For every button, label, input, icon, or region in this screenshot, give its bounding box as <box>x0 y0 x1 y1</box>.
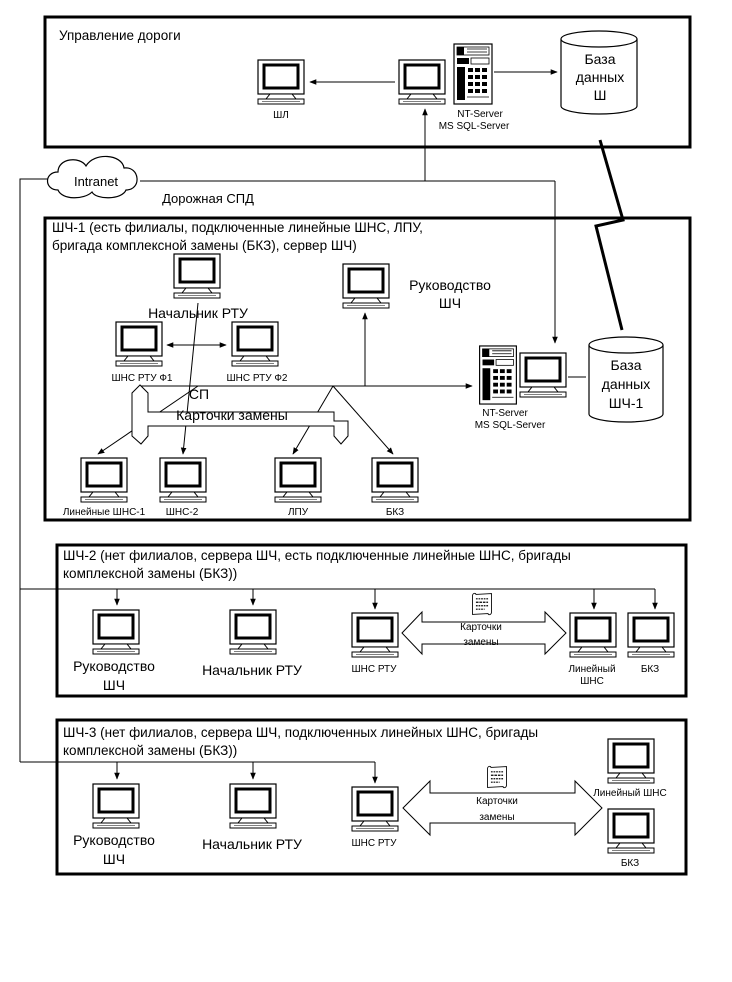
shch1-bkz-computer-icon <box>370 457 420 503</box>
shch1-title-1: ШЧ-1 (есть филиалы, подключенные линейны… <box>52 220 423 235</box>
shch2-title-1: ШЧ-2 (нет филиалов, сервера ШЧ, есть под… <box>63 548 571 563</box>
shch3-cards-label-2: замены <box>479 812 514 823</box>
shch3-linear-computer-icon <box>606 738 656 784</box>
intranet-label: Intranet <box>74 174 118 189</box>
road-db-label-2: данных <box>576 69 624 85</box>
shch3-bkz-computer-icon <box>606 808 656 854</box>
shch3-bkz-label: БКЗ <box>621 858 639 869</box>
shch3-title-2: комплексной замены (БКЗ)) <box>63 743 237 758</box>
db-replication-lightning <box>594 139 625 331</box>
shch2-management-label-1: Руководство <box>73 658 155 674</box>
shch3-cards-label-1: Карточки <box>476 796 518 807</box>
shch2-cards-label-1: Карточки <box>460 622 502 633</box>
shch1-database-icon <box>588 336 664 423</box>
road-database-icon <box>560 30 638 115</box>
shch3-management-label-1: Руководство <box>73 832 155 848</box>
shch2-bkz-computer-icon <box>626 612 676 658</box>
road-sql-server-label: MS SQL-Server <box>439 121 510 132</box>
spd-trunk-left <box>19 178 48 762</box>
shch3-shns-rtu-label: ШНС РТУ <box>351 838 397 849</box>
shch3-title-1: ШЧ-3 (нет филиалов, сервера ШЧ, подключе… <box>63 725 538 740</box>
shch1-server-computer-icon <box>518 352 568 398</box>
link-chief-shns2 <box>180 302 199 455</box>
road-spd-label: Дорожная СПД <box>162 191 254 206</box>
shl-label: ШЛ <box>273 110 289 121</box>
shch2-shns-rtu-label: ШНС РТУ <box>351 664 397 675</box>
shch1-chief-rtu-computer-icon <box>172 253 222 299</box>
road-nt-server-icon <box>453 43 493 105</box>
replacement-cards-arrow <box>131 384 349 445</box>
shch2-management-label-2: ШЧ <box>103 677 125 693</box>
shch1-sql-server-label: MS SQL-Server <box>475 420 546 431</box>
shch1-shns-f1-label: ШНС РТУ Ф1 <box>111 373 172 384</box>
shch2-bkz-label: БКЗ <box>641 664 659 675</box>
shch1-linear-shns1-computer-icon <box>79 457 129 503</box>
shch1-shns-f2-computer-icon <box>230 321 280 367</box>
shch1-nt-server-icon <box>479 345 517 405</box>
shch1-bkz-label: БКЗ <box>386 507 404 518</box>
sp-label: СП <box>189 386 209 402</box>
shch3-box <box>55 718 688 876</box>
road-management-box <box>43 15 692 149</box>
shch3-cards-arrow <box>402 779 603 837</box>
shch1-nt-server-label: NT-Server <box>482 408 528 419</box>
intranet-cloud-icon <box>46 155 138 199</box>
shch1-linear-shns1-label: Линейные ШНС-1 <box>63 507 146 518</box>
shch2-linear-computer-icon <box>568 612 618 658</box>
shch2-title-2: комплексной замены (БКЗ)) <box>63 566 237 581</box>
shch3-management-computer-icon <box>91 783 141 829</box>
shch3-chief-label: Начальник РТУ <box>202 836 302 852</box>
shch1-box <box>43 216 692 522</box>
shch3-chief-computer-icon <box>228 783 278 829</box>
shch2-box <box>55 543 688 698</box>
shch1-chief-rtu-label: Начальник РТУ <box>148 305 248 321</box>
shch3-shns-rtu-computer-icon <box>350 786 400 832</box>
road-nt-server-label: NT-Server <box>457 109 503 120</box>
shch2-chief-computer-icon <box>228 609 278 655</box>
shl-computer-icon <box>256 59 306 105</box>
shch3-linear-label: Линейный ШНС <box>593 788 667 799</box>
shch1-title-2: бригада комплексной замены (БКЗ), сервер… <box>52 238 357 253</box>
shch2-cards-label-2: замены <box>463 637 498 648</box>
shch1-db-label-3: ШЧ-1 <box>609 395 644 411</box>
road-db-label-1: База <box>584 51 615 67</box>
road-server-computer-icon <box>397 59 447 105</box>
shch1-management-label-1: Руководство <box>409 277 491 293</box>
shch1-shns-f1-computer-icon <box>114 321 164 367</box>
shch1-db-label-1: База <box>610 357 641 373</box>
shch1-shns2-computer-icon <box>158 457 208 503</box>
shch2-management-computer-icon <box>91 609 141 655</box>
shch1-lpu-label: ЛПУ <box>288 507 309 518</box>
road-management-title: Управление дороги <box>59 28 181 43</box>
shch3-management-label-2: ШЧ <box>103 851 125 867</box>
shch1-db-label-2: данных <box>602 376 650 392</box>
shch1-shns-f2-label: ШНС РТУ Ф2 <box>226 373 287 384</box>
shch3-document-icon <box>486 765 508 789</box>
shch1-management-label-2: ШЧ <box>439 295 461 311</box>
replacement-cards-label: Карточки замены <box>176 407 288 423</box>
road-db-label-3: Ш <box>594 87 607 103</box>
shch2-linear-label-1: Линейный <box>568 664 615 675</box>
shch2-cards-arrow <box>401 610 567 656</box>
shch2-chief-label: Начальник РТУ <box>202 662 302 678</box>
shch1-management-computer-icon <box>341 263 391 309</box>
shch2-linear-label-2: ШНС <box>580 676 604 687</box>
shch2-shns-rtu-computer-icon <box>350 612 400 658</box>
link-bus-bkz <box>332 385 394 455</box>
shch1-shns2-label: ШНС-2 <box>166 507 199 518</box>
shch1-lpu-computer-icon <box>273 457 323 503</box>
shch2-document-icon <box>471 592 493 616</box>
